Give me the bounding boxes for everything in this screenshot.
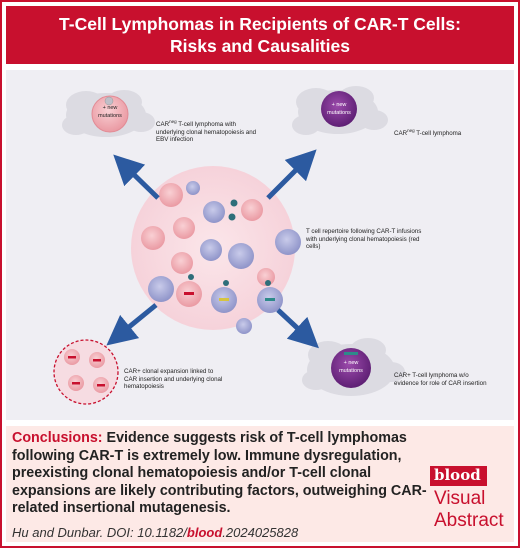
car-positive-lymphoma-cell-icon — [331, 348, 371, 388]
new-mutations-label-bottom-right: + new mutations — [339, 360, 363, 374]
label-center: T cell repertoire following CAR-T infusi… — [306, 228, 422, 251]
title-banner: T-Cell Lymphomas in Recipients of CAR-T … — [6, 6, 514, 64]
conclusions-body: Evidence suggests risk of T-cell lymphom… — [12, 430, 427, 517]
clonal-expansion-group — [53, 339, 119, 405]
clonal-lymphoma-cell-icon — [91, 95, 129, 133]
conclusions-panel: Conclusions: Evidence suggests risk of T… — [6, 426, 514, 542]
title-line-1: T-Cell Lymphomas in Recipients of CAR-T … — [59, 14, 461, 34]
label-bottom-left: CAR+ clonal expansion linked to CAR inse… — [124, 368, 223, 391]
new-mutations-label-top-left: + new mutations — [98, 105, 122, 119]
conclusions-text: Conclusions: Evidence suggests risk of T… — [12, 430, 432, 518]
arrows — [106, 149, 319, 349]
label-bottom-right: CAR+ T-cell lymphoma w/o evidence for ro… — [394, 372, 487, 387]
conclusions-heading: Conclusions: — [12, 430, 103, 446]
logo-visual: Visual — [434, 488, 486, 509]
central-cells — [141, 181, 301, 334]
title-line-2: Risks and Causalities — [170, 36, 350, 56]
new-mutations-label-top-right: + new mutations — [327, 102, 351, 116]
blood-visual-abstract-logo: blood Visual Abstract — [428, 464, 510, 538]
label-top-left: CARneg T-cell lymphoma with underlying c… — [156, 119, 257, 144]
logo-abstract: Abstract — [434, 510, 504, 531]
blood-logo-word: blood — [430, 466, 487, 486]
citation: Hu and Dunbar. DOI: 10.1182/blood.202402… — [12, 525, 299, 540]
figure-panel: + new mutations + new mutations + new mu… — [6, 70, 514, 420]
label-top-right: CARneg T-cell lymphoma — [394, 128, 462, 138]
lymphoma-cell-icon — [321, 91, 357, 127]
car-insertion-marker-icon — [344, 352, 358, 355]
diagram-svg — [53, 86, 405, 405]
tcr-receptor-icon — [104, 96, 114, 106]
